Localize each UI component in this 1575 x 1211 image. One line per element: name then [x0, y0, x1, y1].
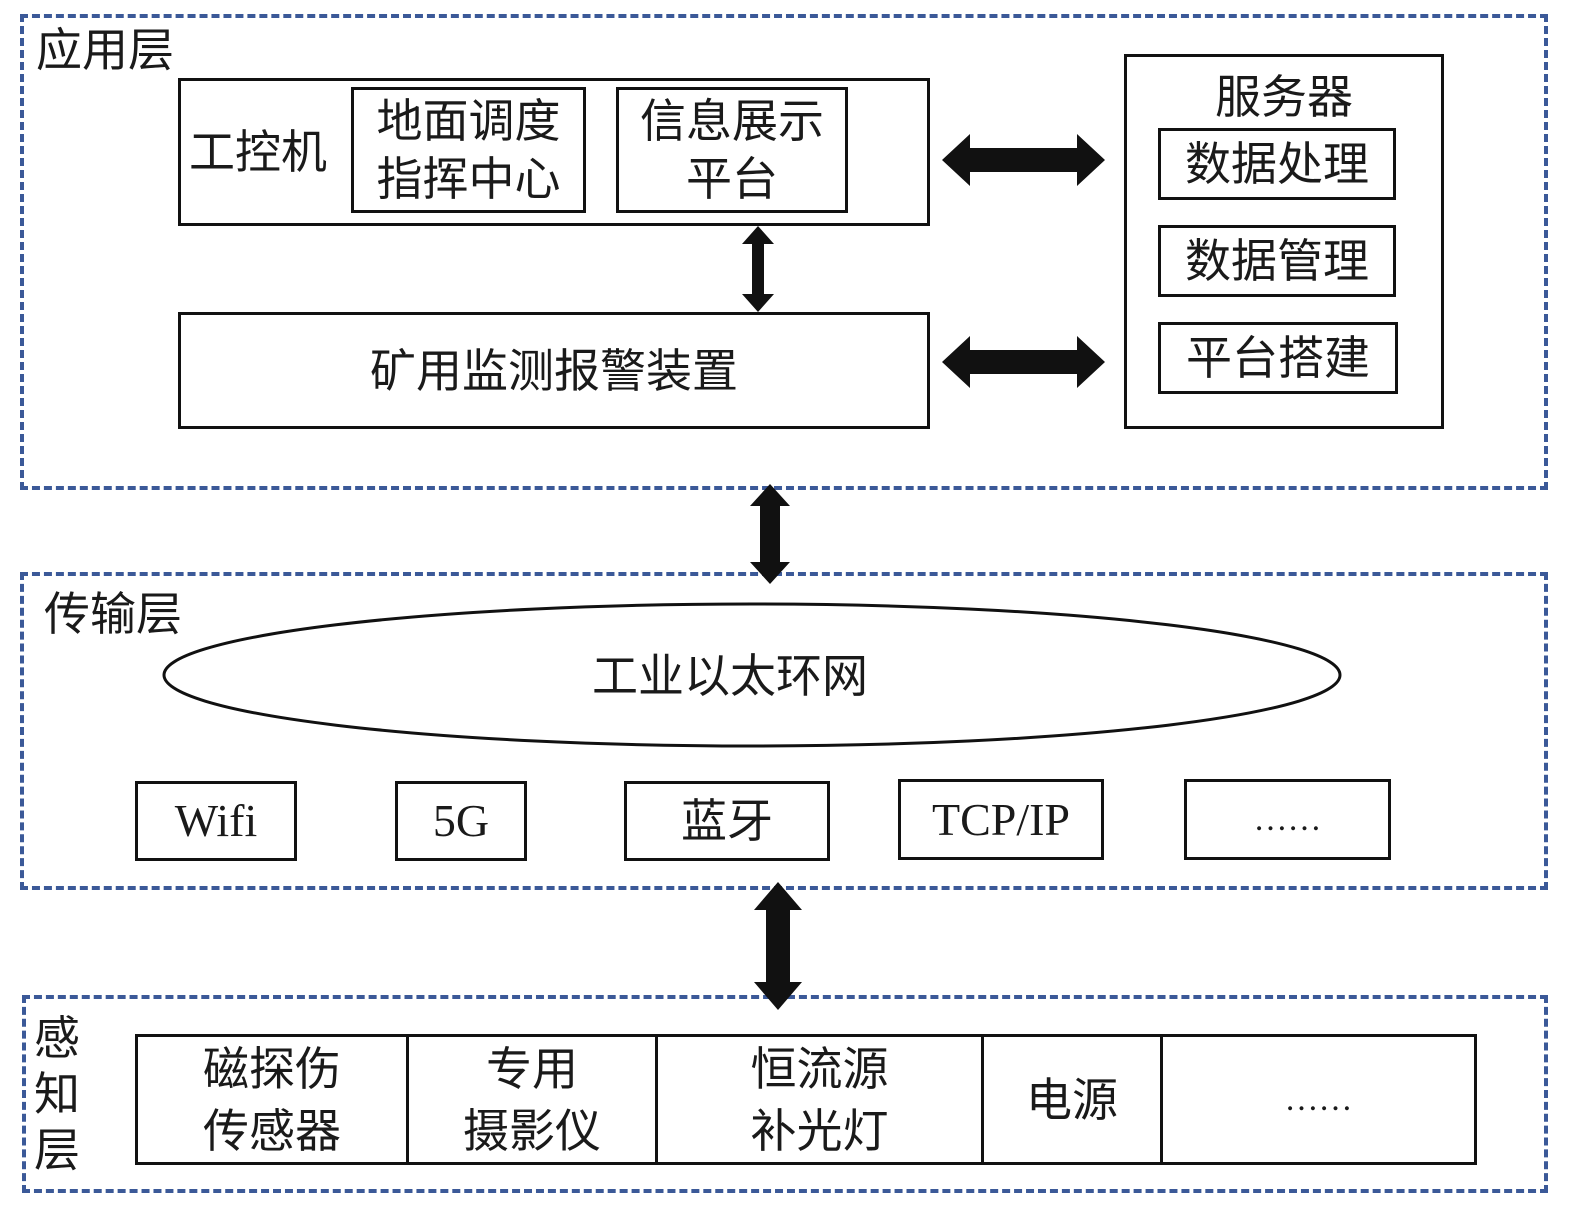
ground-dispatch-line1: 地面调度: [376, 94, 561, 148]
device-label: ……: [1284, 1080, 1353, 1118]
device-fill-light: 恒流源 补光灯: [658, 1037, 984, 1162]
ground-dispatch-box: 地面调度 指挥中心: [351, 87, 586, 213]
perception-title-char: 知: [34, 1067, 80, 1121]
device-power: 电源: [984, 1037, 1163, 1162]
double-arrow-transmission-perception: [754, 882, 802, 1010]
alarm-device-box: 矿用监测报警装置: [178, 312, 930, 429]
protocol-label: TCP/IP: [931, 793, 1071, 845]
device-label: 补光灯: [750, 1103, 889, 1158]
device-label: 恒流源: [750, 1041, 889, 1096]
server-item-label: 数据管理: [1185, 234, 1369, 288]
network-label: 工业以太环网: [592, 649, 868, 703]
server-item-label: 平台搭建: [1186, 331, 1370, 385]
device-label: 传感器: [203, 1103, 341, 1158]
server-item-data-management: 数据管理: [1158, 225, 1396, 297]
device-label: 摄影仪: [463, 1103, 601, 1158]
protocol-bluetooth: 蓝牙: [624, 781, 830, 861]
server-title: 服务器: [1215, 70, 1353, 124]
info-display-box: 信息展示 平台: [616, 87, 848, 213]
device-more: ……: [1163, 1037, 1474, 1162]
protocol-label: 蓝牙: [681, 794, 773, 848]
perception-title-char: 感: [34, 1011, 80, 1065]
double-arrow-application-transmission: [750, 484, 790, 584]
protocol-label: Wifi: [174, 795, 258, 846]
ground-dispatch-line2: 指挥中心: [376, 152, 561, 206]
network-ellipse: [162, 602, 1342, 748]
protocol-label: ……: [1253, 800, 1322, 838]
device-magnetic-sensor: 磁探伤 传感器: [138, 1037, 409, 1162]
device-label: 磁探伤: [203, 1041, 341, 1096]
application-layer-title: 应用层: [36, 23, 174, 77]
protocol-label: 5G: [432, 795, 490, 846]
device-camera: 专用 摄影仪: [409, 1037, 658, 1162]
device-label: 专用: [486, 1041, 578, 1096]
application-layer: [20, 14, 1548, 490]
info-display-line2: 平台: [686, 152, 778, 206]
double-arrow-ipc-alarm: [742, 226, 774, 312]
protocol-more: ……: [1184, 779, 1391, 860]
double-arrow-alarm-server: [942, 336, 1105, 388]
perception-layer-title: 感 知 层: [34, 1010, 80, 1178]
protocol-wifi: Wifi: [135, 781, 297, 861]
double-arrow-ipc-server: [942, 134, 1105, 186]
alarm-device-label: 矿用监测报警装置: [370, 343, 738, 398]
device-row: 磁探伤 传感器 专用 摄影仪 恒流源 补光灯 电源 ……: [135, 1034, 1477, 1165]
info-display-line1: 信息展示: [640, 94, 824, 148]
protocol-tcpip: TCP/IP: [898, 779, 1104, 860]
server-item-label: 数据处理: [1185, 137, 1369, 191]
transmission-layer-title: 传输层: [44, 587, 182, 641]
ipc-label: 工控机: [189, 125, 327, 179]
transmission-layer: [20, 572, 1548, 890]
server-item-platform-build: 平台搭建: [1158, 322, 1398, 394]
server-item-data-processing: 数据处理: [1158, 128, 1396, 200]
perception-title-char: 层: [34, 1123, 80, 1177]
device-label: 电源: [1026, 1072, 1118, 1127]
protocol-5g: 5G: [395, 781, 527, 861]
